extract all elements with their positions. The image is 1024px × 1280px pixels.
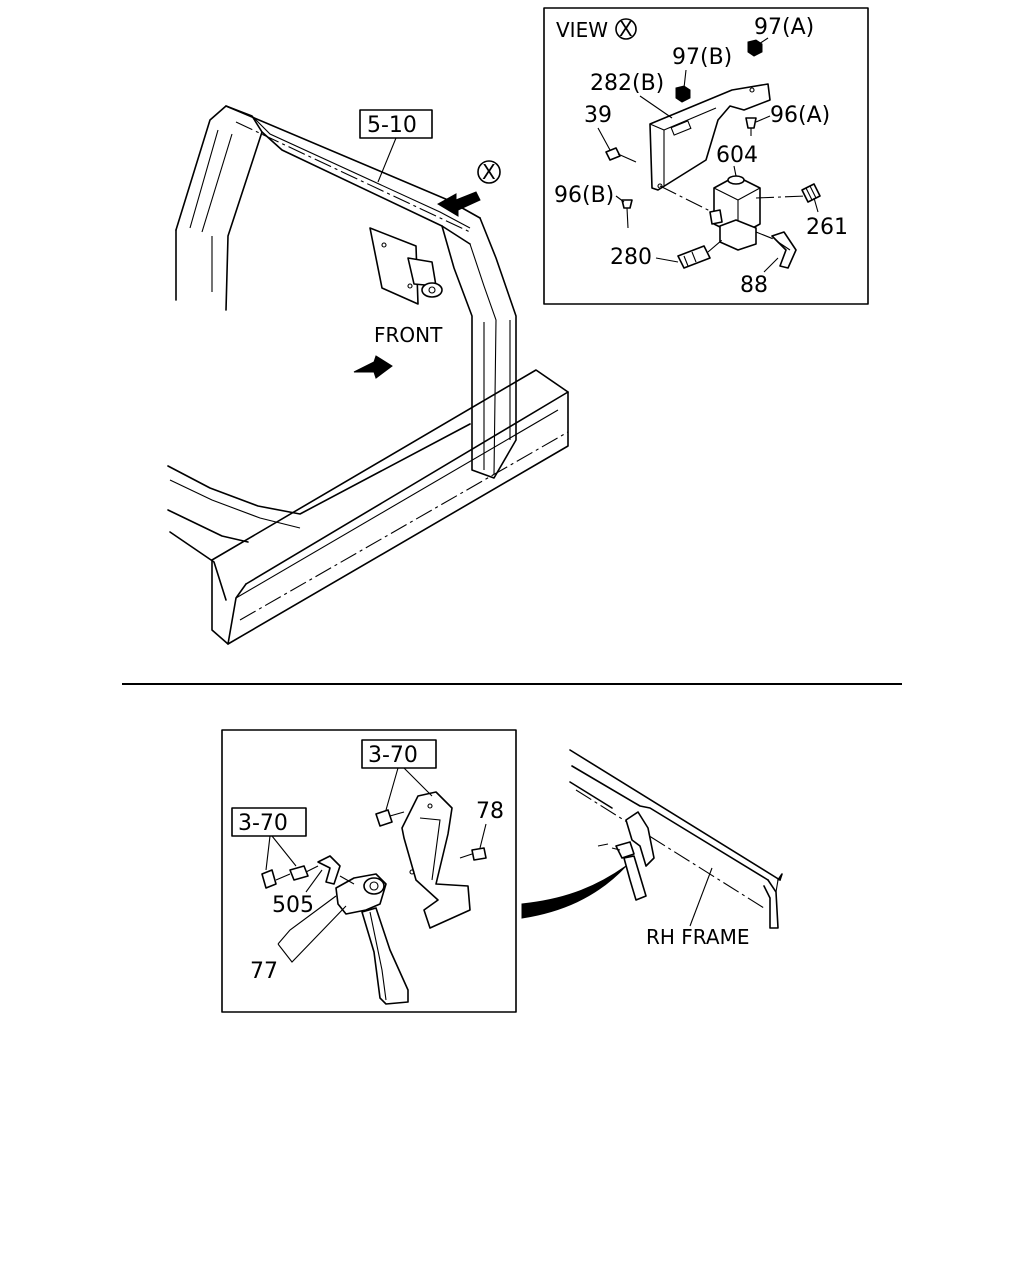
callout-88: 88: [740, 273, 768, 298]
ref-box-3-70-left: [231, 807, 307, 837]
callout-96b: 96(B): [554, 183, 614, 208]
view-x-marker-circle: [477, 160, 501, 184]
callout-282b: 282(B): [590, 71, 664, 96]
callout-261: 261: [806, 215, 848, 240]
callout-604: 604: [716, 143, 758, 168]
callout-97a: 97(A): [754, 15, 814, 40]
rh-frame-label: RH FRAME: [646, 925, 749, 949]
ref-box-5-10-label: 5-10: [367, 113, 417, 138]
callout-280: 280: [610, 245, 652, 270]
valve-exploded-drawing: [605, 39, 821, 269]
horn-exploded-drawing: [261, 791, 487, 1005]
ref-box-3-70-upper: [361, 739, 437, 769]
callout-78: 78: [476, 799, 504, 824]
detail-pointer-arrow: [521, 865, 627, 919]
callout-505: 505: [272, 893, 314, 918]
ref-box-5-10: [359, 109, 433, 139]
inset-view-x-title-marker: X: [619, 17, 633, 41]
inset-view-x-title-circle: [615, 18, 637, 40]
callout-96a: 96(A): [770, 103, 830, 128]
callout-97b: 97(B): [672, 45, 732, 70]
callout-39: 39: [584, 103, 612, 128]
view-x-marker: X: [482, 160, 496, 184]
cab-frame-drawing: [167, 105, 569, 645]
ref-box-3-70-left-label: 3-70: [238, 811, 288, 836]
ref-box-3-70-upper-label: 3-70: [368, 743, 418, 768]
rh-frame-drawing: [569, 749, 783, 929]
front-label: FRONT: [374, 323, 443, 347]
inset-view-x-title: VIEW: [556, 18, 608, 42]
callout-77: 77: [250, 959, 278, 984]
